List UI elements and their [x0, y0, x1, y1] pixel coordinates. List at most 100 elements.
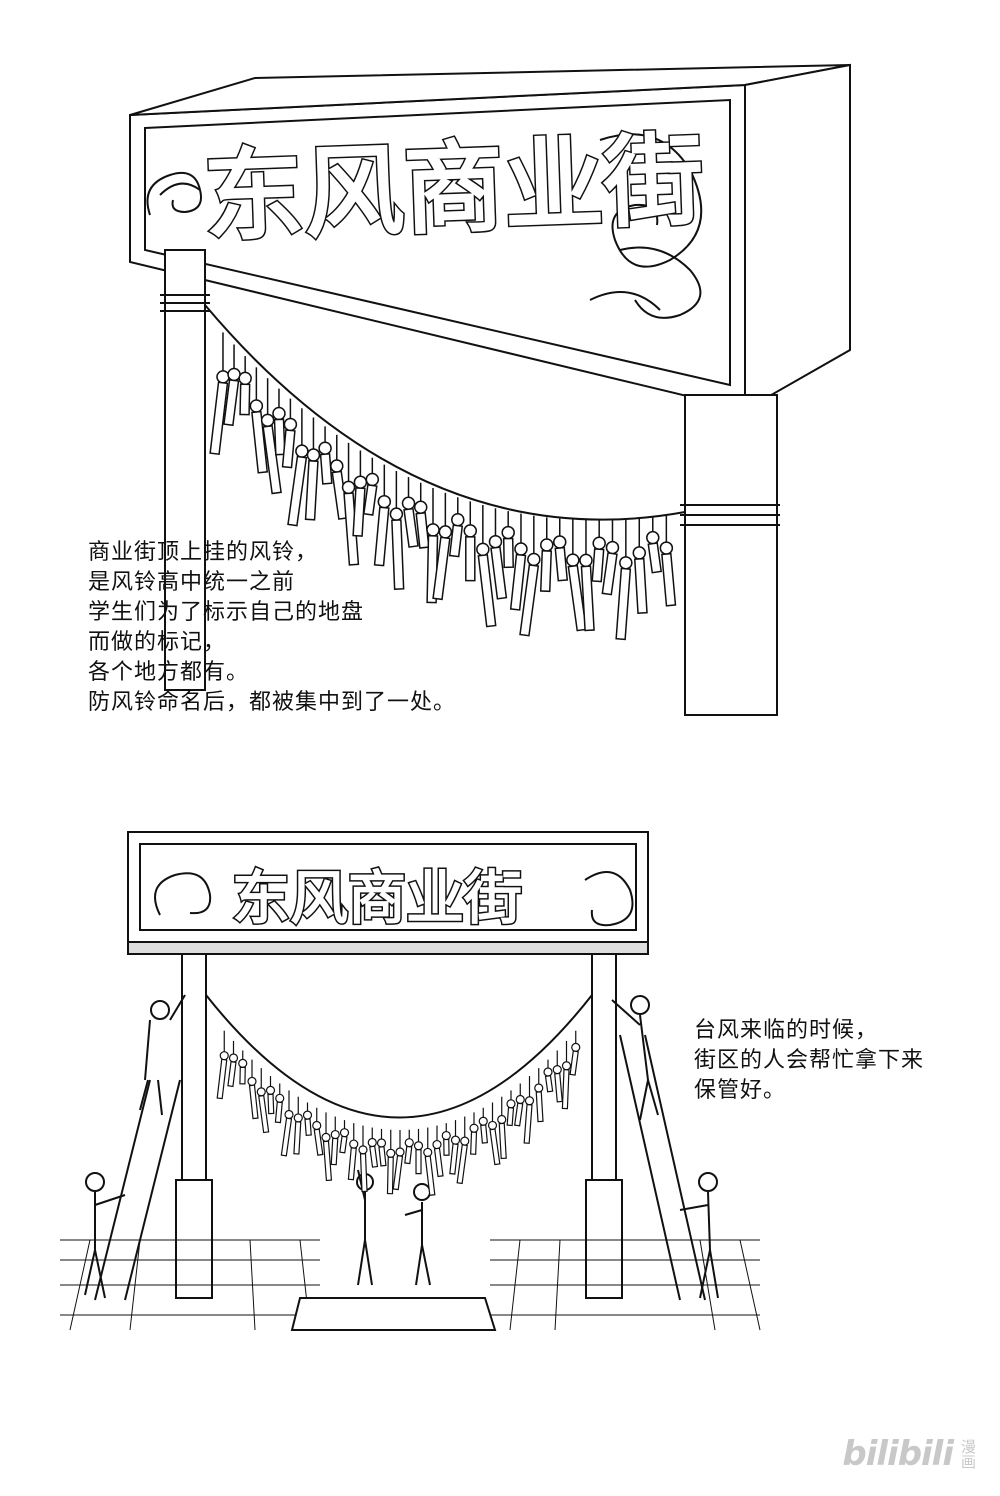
wind-chime: [478, 1116, 488, 1126]
bottom-panel-illustration: 东风商业街: [60, 831, 761, 1331]
person-center-right: [404, 1183, 431, 1286]
top-panel: 东风商业街 商业街顶上挂的风铃， 是风铃高中统一之前 学生们为了标示自己的地盘 …: [88, 63, 851, 718]
wind-chime: [293, 1121, 302, 1155]
wind-chime: [567, 564, 587, 632]
cloud-ornament-right: [584, 871, 634, 927]
wind-chime: [498, 1122, 507, 1160]
wind-chime: [248, 1084, 259, 1120]
wind-chime: [659, 541, 674, 555]
wind-chime: [540, 538, 554, 552]
wind-chime: [274, 1101, 283, 1124]
caption-line: 保管好。: [694, 1078, 787, 1103]
pillar-left: [164, 249, 206, 691]
bilibili-logo: bilibili: [842, 1434, 954, 1474]
wind-chime: [423, 1147, 433, 1158]
wind-chime: [284, 1109, 294, 1120]
ladder-right: [619, 1034, 706, 1301]
wind-chime: [404, 1145, 413, 1165]
wind-chime: [339, 1135, 348, 1154]
wind-chime: [330, 1137, 339, 1166]
wind-chime: [506, 1099, 516, 1109]
people: [84, 994, 719, 1299]
wind-chime: [460, 1136, 470, 1146]
wind-chime: [543, 1067, 553, 1077]
wind-chime: [318, 441, 332, 455]
wind-chime: [424, 1155, 436, 1196]
wind-chime: [561, 1061, 572, 1071]
wind-chime: [389, 507, 404, 521]
wind-chime: [469, 1123, 479, 1133]
wind-chime: [404, 1138, 414, 1148]
wind-chime: [480, 1124, 489, 1144]
wind-chime: [258, 1094, 270, 1134]
wind-chime: [319, 453, 333, 485]
wind-chime: [304, 460, 319, 521]
wind-chime: [569, 1050, 579, 1076]
wind-chime: [605, 540, 620, 555]
wind-chime: [592, 536, 606, 551]
wind-chime: [448, 524, 464, 558]
wind-chime: [373, 506, 390, 567]
wind-chime: [488, 534, 503, 549]
pillar-right: [684, 394, 778, 716]
wind-chime: [544, 1074, 554, 1093]
worker-holding-right-ladder: [679, 1172, 719, 1299]
wind-chime: [377, 494, 392, 509]
caption-line: 各个地方都有。: [88, 660, 250, 685]
wind-chime: [519, 564, 540, 637]
wind-chime: [450, 1135, 461, 1145]
wind-chime: [571, 1042, 581, 1053]
wind-chime-rope: [204, 304, 686, 521]
wind-chime: [293, 1113, 303, 1123]
wind-chime: [506, 1106, 515, 1127]
wind-chime: [413, 1141, 424, 1151]
wind-chime: [449, 1143, 459, 1175]
wind-chime: [239, 1066, 246, 1085]
wind-chime: [523, 1103, 533, 1144]
caption-bottom: 台风来临的时候， 街区的人会帮忙拿下来 保管好。: [694, 1016, 924, 1106]
wind-chime: [527, 552, 541, 567]
sign-board-inner-frame: [139, 843, 637, 931]
caption-top: 商业街顶上挂的风铃， 是风铃高中统一之前 学生们为了标示自己的地盘 而做的标记，…: [88, 538, 456, 718]
wind-chime: [415, 1149, 422, 1175]
wind-chime: [497, 1114, 507, 1125]
caption-line: 是风铃高中统一之前: [88, 570, 296, 595]
wind-chime: [535, 1091, 544, 1123]
wind-chime: [321, 1132, 331, 1142]
wind-chime: [339, 1128, 350, 1138]
wind-chime: [391, 519, 405, 590]
wind-chime: [216, 370, 230, 384]
wind-chime: [352, 487, 366, 537]
bilibili-watermark: bilibili 漫画: [842, 1434, 977, 1474]
wind-chime: [362, 484, 378, 516]
wind-chime: [247, 1076, 257, 1087]
wind-chime: [272, 406, 286, 421]
wind-chime: [238, 371, 252, 386]
wind-chime: [227, 1061, 237, 1088]
caption-line: 台风来临的时候，: [694, 1018, 879, 1043]
wind-chime: [490, 546, 508, 600]
sign-board-bottom: [127, 941, 649, 955]
wind-chime: [347, 1147, 357, 1181]
wind-chime: [386, 1156, 394, 1195]
wind-chime: [239, 383, 251, 416]
wind-chime: [539, 550, 553, 593]
wind-chime: [313, 1128, 324, 1156]
wind-chime: [367, 1137, 377, 1148]
wind-chime: [358, 1145, 368, 1155]
wind-chime: [281, 429, 296, 469]
wind-chime: [287, 455, 308, 527]
worker-holding-left-ladder: [84, 1172, 126, 1299]
worker-on-left-ladder: [139, 994, 186, 1116]
wind-chime: [227, 367, 241, 382]
wind-chime: [619, 556, 633, 570]
wind-chime: [433, 1147, 444, 1178]
wind-chime: [378, 1146, 387, 1167]
wind-chime: [438, 525, 453, 539]
wind-chime: [256, 1087, 266, 1097]
wind-chimes: [209, 332, 677, 641]
wind-chime: [465, 536, 476, 582]
sign-text-top: 东风商业街: [202, 122, 706, 256]
wind-chime: [330, 1129, 340, 1140]
wind-chime: [661, 552, 677, 607]
